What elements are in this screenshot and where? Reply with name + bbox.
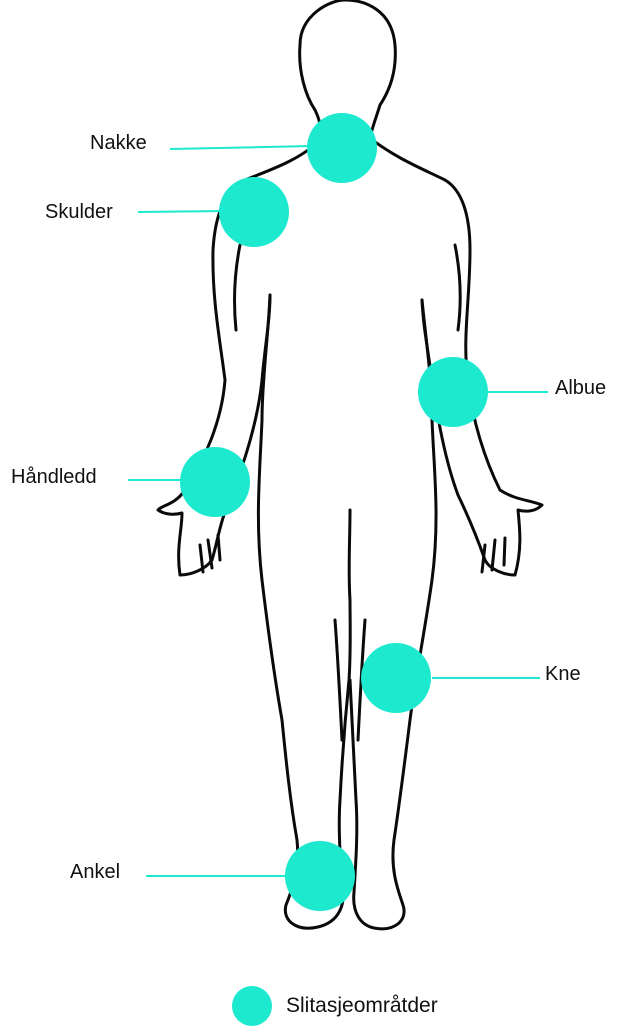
- right-fingers: [482, 538, 505, 572]
- leader-line-shoulder: [138, 211, 224, 212]
- crotch-line: [349, 510, 350, 600]
- knee-highlight: [361, 643, 431, 713]
- highlight-circles: [180, 113, 488, 911]
- right-arm-inner: [455, 245, 460, 330]
- neck-highlight: [307, 113, 377, 183]
- label-elbow: Albue: [555, 378, 606, 398]
- leader-line-neck: [170, 146, 312, 149]
- leader-lines: [128, 146, 548, 876]
- label-ankle: Ankel: [70, 862, 120, 882]
- label-wrist: Håndledd: [11, 467, 97, 487]
- right-arm-outline: [370, 138, 542, 575]
- wrist-highlight: [180, 447, 250, 517]
- left-thigh-inner: [335, 620, 342, 740]
- shoulder-highlight: [219, 177, 289, 247]
- left-leg-outline: [258, 295, 350, 928]
- label-knee: Kne: [545, 664, 581, 684]
- label-neck: Nakke: [90, 133, 147, 153]
- elbow-highlight: [418, 357, 488, 427]
- teal-circle-icon: [232, 986, 272, 1026]
- left-arm-inner: [235, 245, 240, 330]
- legend-label: Slitasjeområtder: [286, 994, 438, 1018]
- ankle-highlight: [285, 841, 355, 911]
- legend: Slitasjeområtder: [232, 986, 438, 1026]
- label-shoulder: Skulder: [45, 202, 113, 222]
- left-fingers: [200, 535, 220, 572]
